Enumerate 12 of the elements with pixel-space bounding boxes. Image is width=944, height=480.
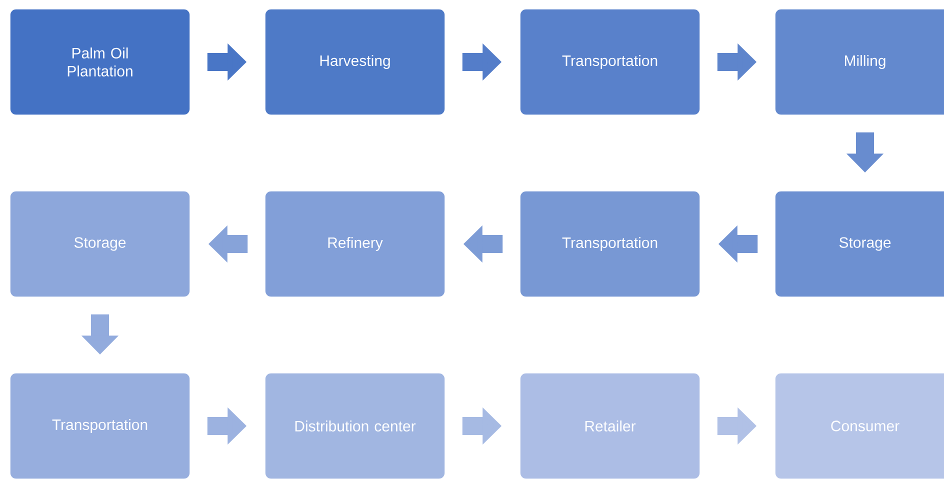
process-box: Transportation (520, 190, 700, 298)
process-box: Palm Oil Plantation (10, 8, 190, 116)
process-box: Harvesting (264, 8, 446, 116)
process-box: Consumer (774, 372, 944, 480)
process-box: Milling (774, 8, 944, 116)
process-box: Storage (774, 190, 944, 298)
process-box: Distribution center (264, 372, 446, 480)
process-box: Retailer (520, 372, 700, 480)
process-box: Transportation (10, 372, 190, 480)
process-box: Transportation (520, 8, 700, 116)
process-box: Refinery (264, 190, 446, 298)
process-box: Storage (10, 190, 190, 298)
